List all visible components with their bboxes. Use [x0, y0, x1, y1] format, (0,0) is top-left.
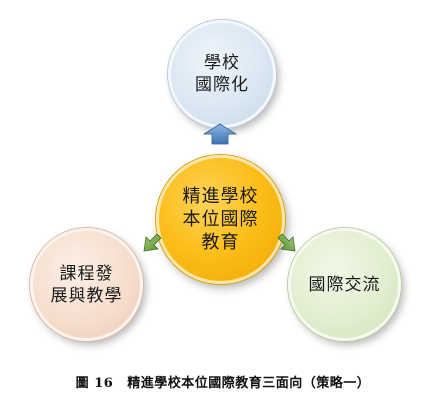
figure-caption: 圖 16 精進學校本位國際教育三面向（策略一）: [0, 372, 446, 391]
node-curriculum-and-teaching: 課程發 展與教學: [30, 228, 143, 341]
node-line: 精進學校: [182, 186, 259, 207]
node-line: 學校: [204, 53, 240, 73]
node-label: 國際交流: [309, 274, 381, 296]
caption-text: 精進學校本位國際教育三面向（策略一）: [127, 376, 371, 391]
node-line: 國際化: [195, 75, 249, 95]
node-label: 課程發 展與教學: [51, 263, 123, 307]
node-line: 教育: [201, 232, 240, 253]
node-label: 精進學校 本位國際 教育: [183, 185, 259, 254]
caption-label: 圖 16: [75, 376, 114, 391]
node-school-internationalization: 學校 國際化: [168, 20, 276, 128]
node-label: 學校 國際化: [195, 52, 249, 96]
node-line: 課程發: [59, 263, 114, 284]
node-center-school-based-international-education: 精進學校 本位國際 教育: [156, 155, 285, 284]
node-line: 國際交流: [308, 274, 381, 295]
arrow-up-icon: [203, 123, 237, 145]
node-line: 本位國際: [182, 209, 259, 230]
arrow-diagonal-left-icon: [143, 233, 162, 252]
node-international-exchange: 國際交流: [288, 228, 401, 341]
arrow-diagonal-right-icon: [277, 233, 296, 252]
node-line: 展與教學: [50, 285, 123, 306]
